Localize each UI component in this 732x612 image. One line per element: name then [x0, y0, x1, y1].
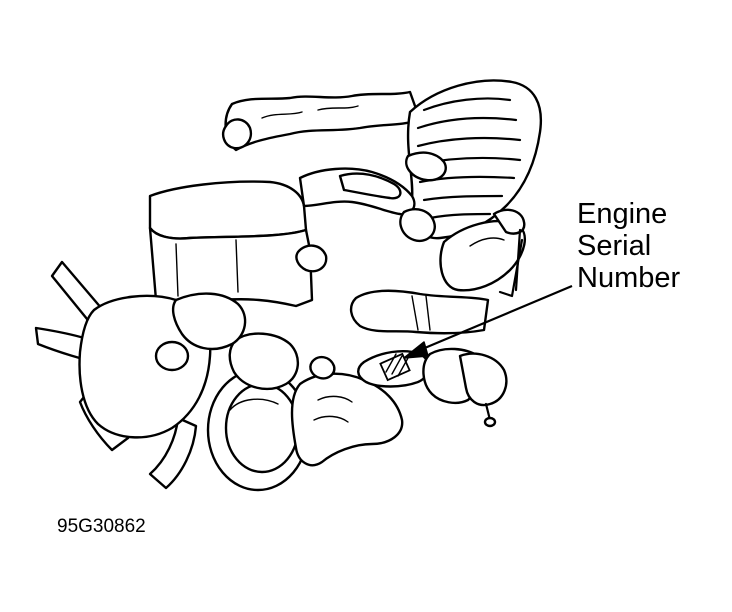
upper-hoses	[295, 151, 447, 273]
exhaust-manifold	[422, 347, 508, 428]
engine-serial-number-label: Engine Serial Number	[577, 198, 727, 294]
figure-id: 95G30862	[57, 516, 146, 537]
crank-pulley	[206, 332, 310, 492]
intake-manifold	[222, 90, 422, 152]
label-line-2: Serial	[577, 230, 652, 262]
callout-arrow	[403, 284, 573, 359]
manifold-pipe	[349, 289, 490, 335]
serial-number-pad	[357, 350, 430, 388]
label-line-3: Number	[577, 262, 681, 294]
cooling-fan	[34, 260, 247, 490]
label-line-1: Engine	[577, 198, 668, 230]
rocker-cover	[148, 180, 314, 308]
throttle-body	[439, 208, 527, 298]
engine-block-lower	[290, 355, 404, 467]
